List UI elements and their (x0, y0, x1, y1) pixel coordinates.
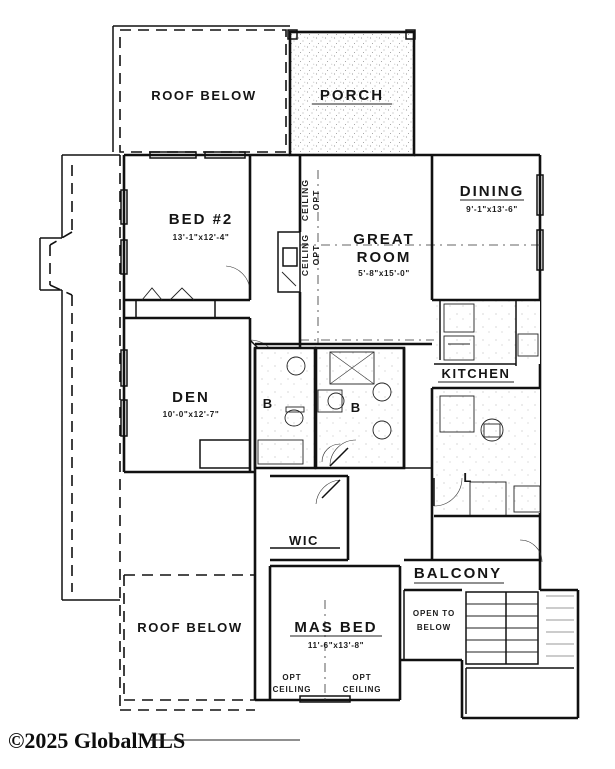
bed-2-room (120, 151, 252, 319)
laundry-label: L (463, 470, 472, 485)
master-bedroom (268, 564, 402, 703)
porch-post-right (405, 29, 416, 40)
bath-2-room (314, 346, 406, 470)
toilet-fixture (284, 409, 304, 427)
dining-room (430, 155, 544, 300)
porch-area (287, 29, 416, 157)
master-bed-dimensions: 11'-6"x13'-8" (308, 641, 364, 650)
laundry-room (430, 386, 541, 560)
cabinet (443, 303, 475, 333)
svg-text:OPT: OPT (282, 673, 301, 682)
roof-below-bottom-label: ROOF BELOW (137, 620, 243, 635)
window (299, 695, 351, 703)
cabinet (439, 395, 475, 433)
exterior-walls (122, 153, 580, 720)
svg-text:CEILING: CEILING (273, 685, 312, 694)
window (536, 229, 544, 271)
roof-below-top-label: ROOF BELOW (151, 88, 257, 103)
svg-text:OPT: OPT (352, 673, 371, 682)
window (120, 399, 128, 437)
window (536, 174, 544, 216)
master-bed-label: MAS BED (294, 619, 377, 636)
bed-2-dimensions: 13'-1"x12'-4" (173, 233, 230, 242)
balcony-area (404, 539, 543, 563)
toilet-fixture (372, 420, 392, 440)
bed-2-label: BED #2 (169, 211, 234, 228)
toilet-fixture (372, 382, 392, 402)
svg-text:CEILING: CEILING (300, 179, 310, 221)
open-to-below-label-2: BELOW (417, 623, 451, 632)
tub-fixture (257, 439, 304, 465)
sink-fixture (286, 356, 306, 376)
window (120, 349, 128, 387)
svg-text:OPT: OPT (311, 245, 321, 266)
shower-fixture (329, 351, 375, 385)
bath-2-label: B (351, 400, 362, 415)
svg-text:OPT: OPT (311, 190, 321, 211)
roof-below-bottom-outline (39, 154, 255, 711)
open-to-below-area (403, 588, 462, 660)
appliance (513, 485, 541, 513)
opt-ceiling-right-note: CEILING OPT (300, 179, 321, 221)
great-room-area (277, 155, 540, 348)
dining-dimensions: 9'-1"x13'-6" (466, 205, 518, 214)
svg-text:CEILING: CEILING (343, 685, 382, 694)
den-label: DEN (172, 389, 210, 406)
kitchen-room (432, 298, 540, 366)
landing (465, 667, 574, 714)
window (204, 151, 246, 159)
great-room-label-2: ROOM (357, 249, 412, 266)
wic-room (270, 474, 350, 562)
den-dimensions: 10'-0"x12'-7" (163, 410, 220, 419)
porch-label: PORCH (320, 87, 384, 104)
window (120, 239, 128, 275)
window (149, 151, 197, 159)
wic-label: WIC (289, 533, 319, 548)
sink-fixture (327, 392, 345, 410)
sink-fixture (480, 418, 504, 442)
balcony-label: BALCONY (414, 565, 502, 582)
window (120, 189, 128, 225)
roof-below-top-outline (112, 25, 290, 153)
interior-partitions (253, 342, 432, 472)
appliance (517, 333, 539, 357)
staircase (465, 591, 574, 665)
opt-ceiling-left-note: CEILING OPT (300, 234, 321, 276)
appliance (443, 335, 475, 361)
great-room-dimensions: 5'-8"x15'-0" (358, 269, 410, 278)
open-to-below-label: OPEN TO (413, 609, 455, 618)
svg-text:CEILING: CEILING (300, 234, 310, 276)
opt-ceiling-bottom-right-note: OPT CEILING (343, 673, 382, 694)
porch-post-left (287, 29, 298, 40)
opt-ceiling-bottom-left-note: OPT CEILING (273, 673, 312, 694)
watermark-text: ©2025 GlobalMLS (8, 728, 185, 753)
great-room-label: GREAT (353, 231, 414, 248)
kitchen-label: KITCHEN (442, 366, 511, 381)
fireplace (282, 247, 298, 267)
bath-1-label: B (263, 396, 274, 411)
dining-label: DINING (460, 183, 525, 200)
